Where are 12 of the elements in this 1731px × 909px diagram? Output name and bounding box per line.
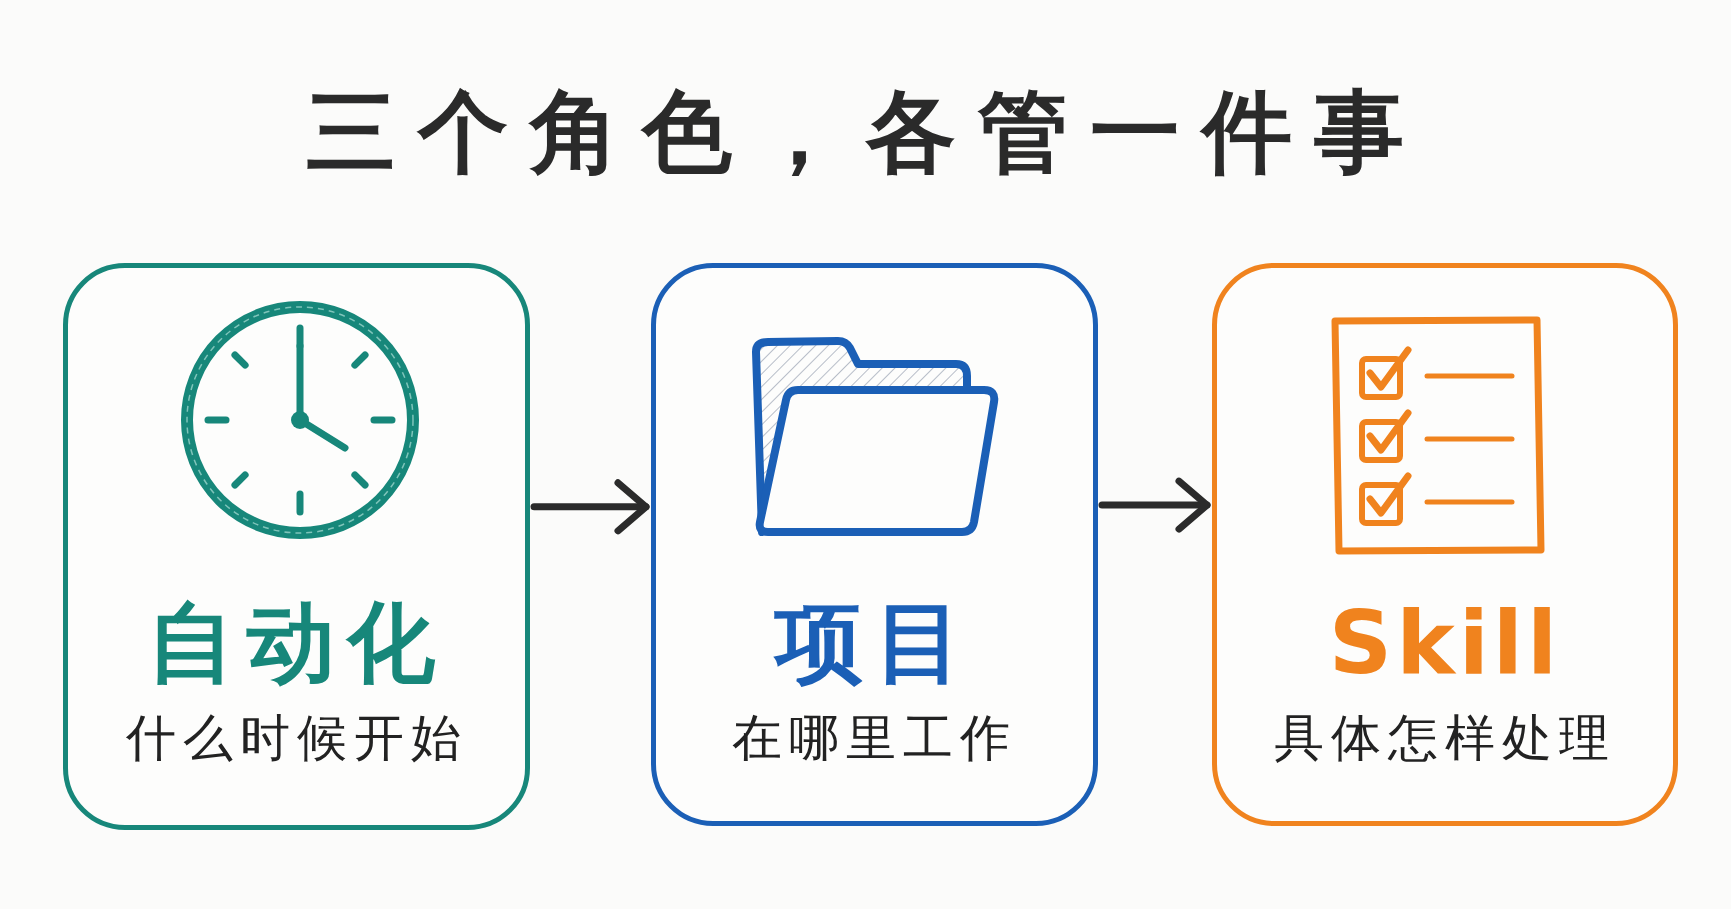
arrow — [530, 479, 650, 535]
title: 三个角色，各管一件事 — [305, 80, 1426, 184]
card-heading: 自动化 — [146, 593, 447, 693]
role-card — [63, 263, 530, 830]
card-subtitle: 具体怎样处理 — [1274, 708, 1616, 768]
card-subtitle: 什么时候开始 — [125, 708, 468, 768]
card-heading: Skill — [1328, 593, 1562, 693]
arrow — [1098, 477, 1211, 533]
card-heading: 项目 — [774, 593, 975, 693]
role-card — [1212, 263, 1678, 826]
card-subtitle: 在哪里工作 — [732, 708, 1017, 768]
role-card — [651, 263, 1098, 826]
